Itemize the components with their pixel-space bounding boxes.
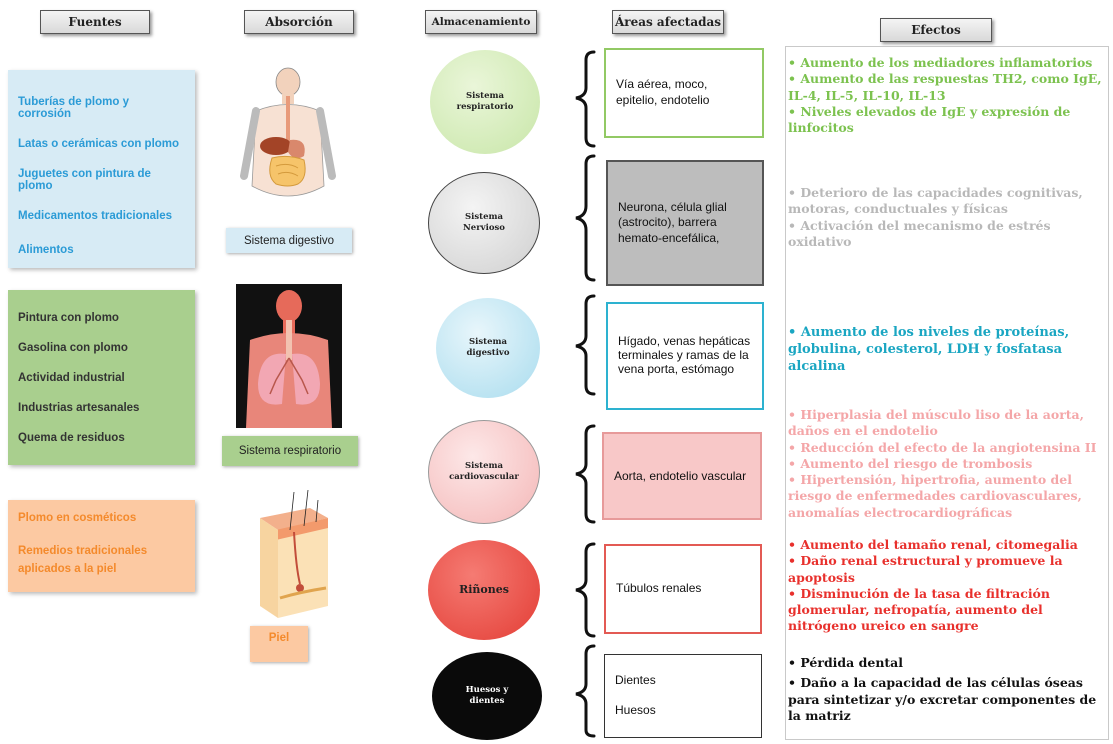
header-almacenamiento: Almacenamiento <box>425 10 537 34</box>
effects-respiratory: • Aumento de los mediadores inflamatorio… <box>788 55 1108 136</box>
source-item: Plomo en cosméticos <box>18 512 137 524</box>
source-item: Tuberías de plomo y corrosión <box>18 96 129 120</box>
area-bones: Dientes Huesos <box>604 654 762 738</box>
area-respiratory: Vía aérea, moco, epitelio, endotelio <box>604 48 764 138</box>
storage-label: Nervioso <box>463 223 505 233</box>
effect-item: • Aumento del tamaño renal, citomegalia <box>788 537 1078 552</box>
storage-label: Sistema <box>468 336 507 347</box>
area-bones-label: Huesos <box>615 703 656 717</box>
effect-item: • Aumento de los mediadores inflamatorio… <box>788 55 1093 70</box>
source-item: Latas o cerámicas con plomo <box>18 138 180 150</box>
effect-item: • Hipertensión, hipertrofia, aumento del… <box>788 472 1082 520</box>
area-digestive: Hígado, venas hepáticas terminales y ram… <box>606 302 764 410</box>
source-item: Actividad industrial <box>18 372 125 384</box>
source-item: Alimentos <box>18 244 74 256</box>
storage-label: Sistema <box>466 90 504 101</box>
effects-renal: • Aumento del tamaño renal, citomegalia … <box>788 537 1108 635</box>
source-item: Quema de residuos <box>18 432 125 444</box>
storage-label: dientes <box>469 696 505 706</box>
storage-kidneys-circle: Riñones <box>428 540 540 640</box>
effect-item: • Activación del mecanismo de estrés oxi… <box>788 217 1051 249</box>
storage-label: Sistema <box>465 460 503 471</box>
source-item: Gasolina con plomo <box>18 342 128 354</box>
effects-nervous: • Deterioro de las capacidades cognitiva… <box>788 185 1106 250</box>
effects-cardiovascular: • Hiperplasia del músculo liso de la aor… <box>788 407 1108 521</box>
effect-item: • Disminución de la tasa de filtración g… <box>788 585 1050 634</box>
effects-panel: • Aumento de los mediadores inflamatorio… <box>785 46 1109 740</box>
effect-item: • Reducción del efecto de la angiotensin… <box>788 439 1097 455</box>
header-absorcion: Absorción <box>244 10 354 34</box>
area-kidneys: Túbulos renales <box>604 544 762 634</box>
effect-item: • Hiperplasia del músculo liso de la aor… <box>788 407 1085 439</box>
effect-item: • Aumento de las respuestas TH2, como Ig… <box>788 71 1102 103</box>
digestive-system-illustration <box>240 67 336 197</box>
effect-item: • Aumento de los niveles de proteínas, g… <box>788 325 1070 374</box>
area-cardiovascular-text: Aorta, endotelio vascular <box>614 468 747 483</box>
storage-label: respiratorio <box>456 102 514 112</box>
storage-label: Riñones <box>459 582 509 596</box>
sources-group-food: Tuberías de plomo y corrosión Latas o ce… <box>8 70 195 268</box>
storage-label: Huesos y <box>465 684 509 695</box>
header-fuentes: Fuentes <box>40 10 150 34</box>
sources-group-air: Pintura con plomo Gasolina con plomo Act… <box>8 290 195 465</box>
absorption-label-respiratory: Sistema respiratorio <box>222 436 358 466</box>
sources-group-skin: Plomo en cosméticos Remedios tradicional… <box>8 500 195 592</box>
effect-item: • Aumento del riesgo de trombosis <box>788 455 1033 471</box>
header-areas: Áreas afectadas <box>612 10 724 34</box>
storage-label: digestivo <box>466 348 510 358</box>
effect-item: • Pérdida dental <box>788 655 904 670</box>
area-teeth-label: Dientes <box>615 673 656 688</box>
source-item: Industrias artesanales <box>18 402 140 414</box>
effects-digestive: • Aumento de los niveles de proteínas, g… <box>788 325 1088 376</box>
effect-item: • Daño renal estructural y promueve la a… <box>788 553 1063 585</box>
effect-item: • Deterioro de las capacidades cognitiva… <box>788 185 1083 217</box>
respiratory-system-illustration <box>236 284 342 428</box>
effect-item: • Niveles elevados de IgE y expresión de… <box>788 103 1071 135</box>
area-nervous: Neurona, célula glial (astrocito), barre… <box>606 160 764 286</box>
header-efectos: Efectos <box>880 18 992 42</box>
source-item: Juguetes con pintura de plomo <box>18 168 151 192</box>
storage-label: Sistema <box>464 211 503 222</box>
source-item: Remedios tradicionales aplicados a la pi… <box>18 545 148 576</box>
storage-label: cardiovascular <box>449 472 519 482</box>
source-item: Medicamentos tradicionales <box>18 210 173 222</box>
area-cardiovascular: Aorta, endotelio vascular <box>602 432 762 520</box>
absorption-label-digestive: Sistema digestivo <box>226 228 352 253</box>
skin-illustration <box>260 489 328 618</box>
brace-connectors <box>575 50 596 738</box>
effects-bones: • Pérdida dental • Daño a la capacidad d… <box>788 655 1108 724</box>
effect-item: • Daño a la capacidad de las células óse… <box>788 675 1097 723</box>
source-item: Pintura con plomo <box>18 312 119 324</box>
absorption-label-skin: Piel <box>250 626 308 662</box>
